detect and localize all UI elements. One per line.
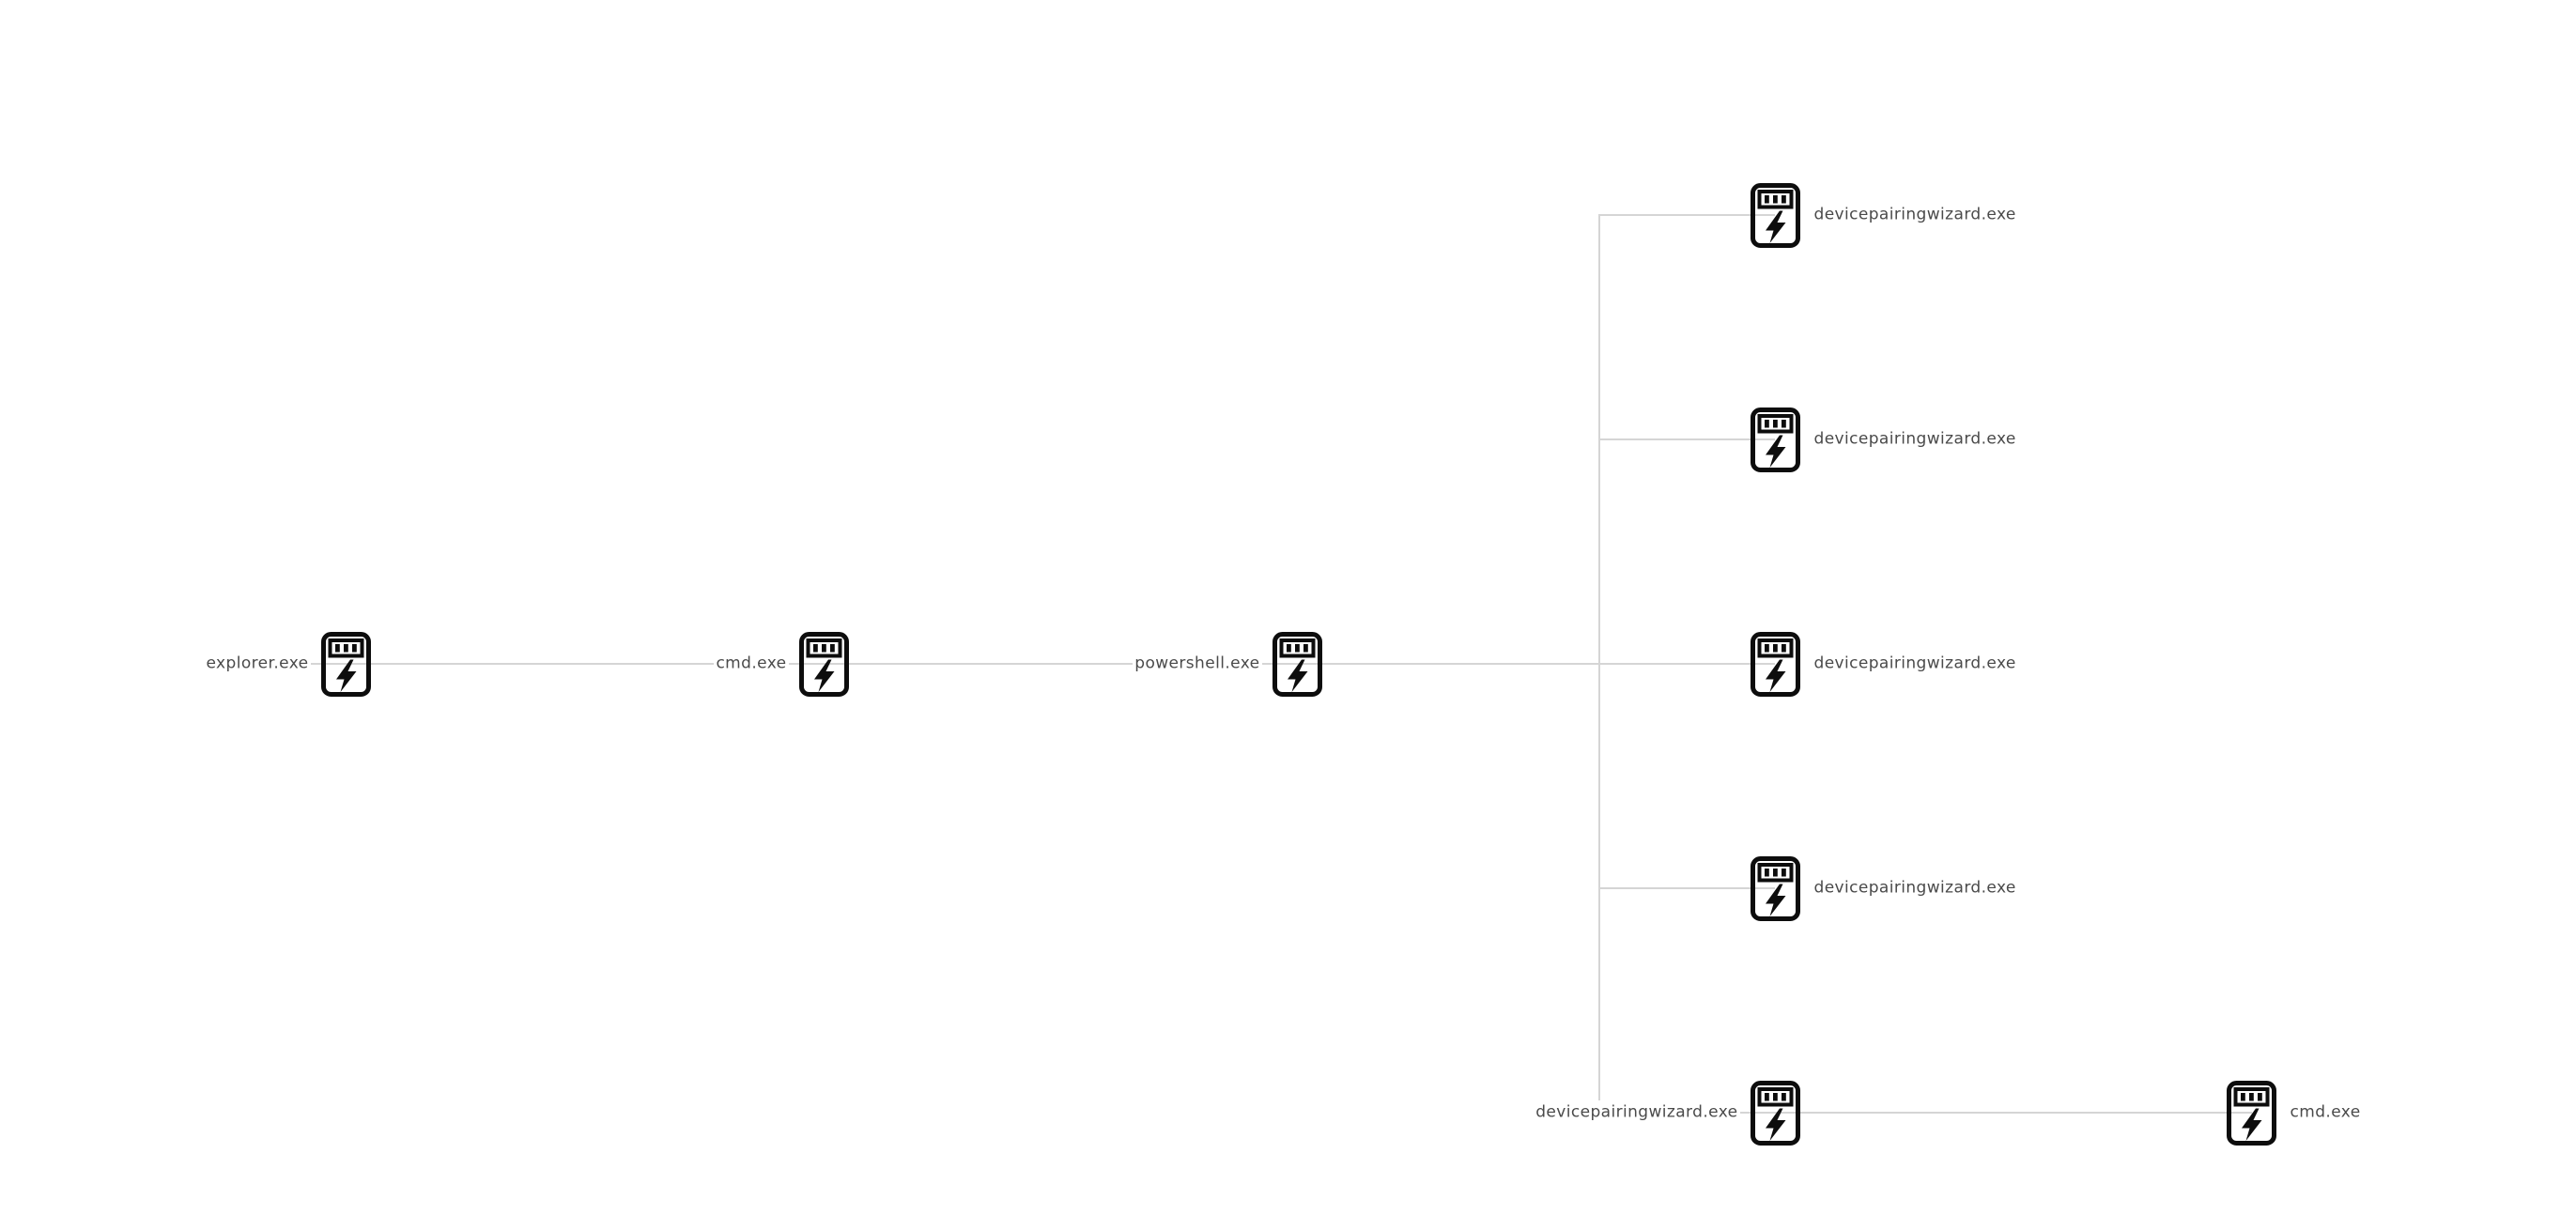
executable-process-icon[interactable] [2226, 1080, 2276, 1146]
executable-process-icon[interactable] [1750, 855, 1800, 921]
process-node-devicepairingwizard-3[interactable]: devicepairingwizard.exe [1750, 631, 2018, 697]
edge-powershell-1-to-devicepairingwizard-3 [1297, 663, 1775, 665]
edge-explorer-to-cmd-1 [310, 663, 824, 665]
process-label: devicepairingwizard.exe [1812, 428, 2018, 451]
process-label: cmd.exe [714, 653, 789, 675]
executable-process-icon[interactable] [1272, 631, 1322, 697]
edge-cmd-1-to-powershell-1 [824, 663, 1297, 665]
edge-devicepairingwizard-5-to-cmd-2 [1738, 1112, 2252, 1114]
edge-children-trunk-to-devicepairingwizard-1 [1598, 214, 1775, 216]
executable-process-icon[interactable] [1750, 407, 1800, 472]
executable-process-icon[interactable] [798, 631, 849, 697]
edge-children-trunk-to-devicepairingwizard-2 [1598, 438, 1775, 440]
process-node-devicepairingwizard-4[interactable]: devicepairingwizard.exe [1750, 855, 2018, 921]
process-node-cmd-1[interactable]: cmd.exe [714, 631, 849, 697]
executable-process-icon[interactable] [1750, 182, 1800, 248]
edge-powershell-1-to-children-trunk [1598, 214, 1600, 1100]
process-label: devicepairingwizard.exe [1812, 877, 2018, 900]
executable-process-icon[interactable] [1750, 631, 1800, 697]
process-node-devicepairingwizard-5[interactable]: devicepairingwizard.exe [1534, 1080, 1800, 1146]
edge-children-trunk-to-devicepairingwizard-4 [1598, 887, 1775, 889]
process-node-explorer[interactable]: explorer.exe [204, 631, 371, 697]
process-label: devicepairingwizard.exe [1534, 1101, 1740, 1124]
process-node-cmd-2[interactable]: cmd.exe [2226, 1080, 2363, 1146]
process-label: cmd.exe [2288, 1101, 2363, 1124]
executable-process-icon[interactable] [1750, 1080, 1800, 1146]
process-node-devicepairingwizard-2[interactable]: devicepairingwizard.exe [1750, 407, 2018, 472]
executable-process-icon[interactable] [320, 631, 371, 697]
process-node-powershell-1[interactable]: powershell.exe [1133, 631, 1322, 697]
process-node-devicepairingwizard-1[interactable]: devicepairingwizard.exe [1750, 182, 2018, 248]
process-label: devicepairingwizard.exe [1812, 204, 2018, 226]
process-label: powershell.exe [1133, 653, 1262, 675]
process-label: explorer.exe [204, 653, 311, 675]
process-label: devicepairingwizard.exe [1812, 653, 2018, 675]
